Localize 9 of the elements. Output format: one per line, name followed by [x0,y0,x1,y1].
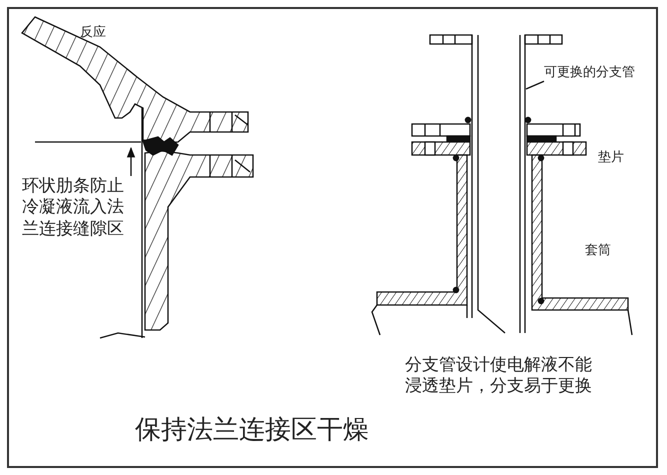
note-text: 分支管设计使电解液不能浸透垫片，分支易于更换 [405,355,593,398]
part-label: 套筒 [585,243,612,260]
part-label: 反应 [80,25,107,42]
leader-line [126,146,136,176]
callout-text: 环状肋条防止冷凝液流入法兰连接缝隙区 [22,176,140,240]
part-label: 垫片 [598,150,625,166]
callout-text: 可更换的分支管 [544,65,644,82]
caption: 保持法兰连接区干燥 [135,414,369,446]
leader-line [526,80,544,90]
